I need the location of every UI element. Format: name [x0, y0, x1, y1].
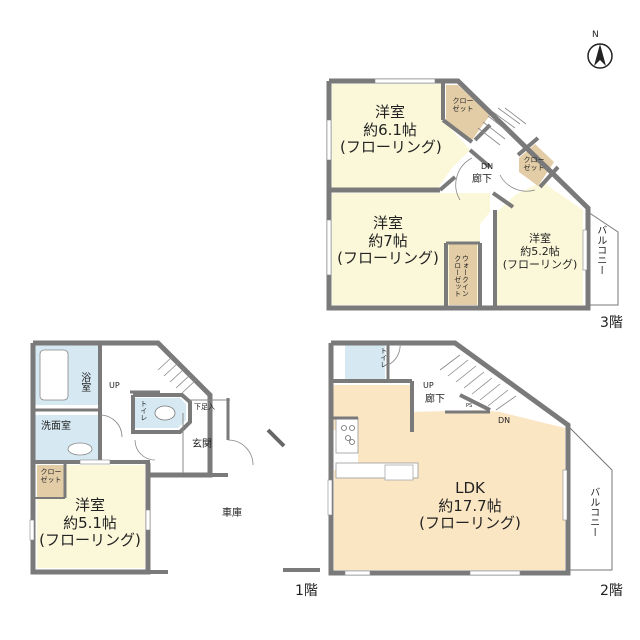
ldk-area [334, 385, 565, 570]
room-type: (フローリング) [340, 138, 442, 157]
wash-basin [67, 442, 93, 456]
closet-3f-1 [446, 85, 490, 140]
toilet-2f-label: トイレ [379, 347, 388, 368]
walkin-closet-3f [449, 243, 477, 305]
closet-1f-label: クロー ゼット [40, 468, 62, 484]
stairs-3f-dn: DN [481, 162, 494, 171]
toilet-2f [345, 342, 385, 379]
floor-1-label: 1階 [295, 583, 318, 599]
shoebox-label: 下足入 [194, 403, 215, 411]
floor-2-plan [327, 340, 613, 576]
closet-3f-2 [519, 144, 554, 186]
room-3f-61-label: 洋室 約6.1帖 (フローリング) [340, 103, 442, 157]
bath-label: 浴室 [78, 372, 90, 392]
room-type: (フローリング) [337, 249, 439, 268]
room-size: 約5.1帖 [63, 513, 117, 532]
room-name: LDK [455, 479, 485, 497]
ps-label: PS [466, 403, 473, 409]
washroom-label: 洗面室 [41, 421, 71, 432]
closet-3f-2-label: クロー ゼット [523, 156, 545, 172]
room-3f-52 [497, 180, 583, 305]
garage-mark [266, 428, 286, 448]
hall-2f-label: 廊下 [425, 394, 445, 405]
hall-3f-label: 廊下 [472, 174, 492, 185]
entrance-label: 玄関 [192, 439, 212, 450]
room-type: (フローリング) [39, 531, 141, 550]
stairs-2f-dn: DN [498, 416, 511, 425]
balcony-3f-label: バルコニー [594, 225, 606, 275]
room-type: (フローリング) [502, 257, 578, 271]
room-name: 洋室 [74, 496, 105, 514]
compass-icon [587, 43, 613, 69]
toilet-1f-label: トイレ [139, 400, 148, 421]
stairs-1f-up: UP [109, 381, 120, 390]
room-name: 洋室 [529, 232, 551, 245]
closet-3f-1-label: クロー ゼット [452, 97, 474, 113]
room-name: 洋室 [372, 214, 403, 232]
floor-3-label: 3階 [600, 315, 623, 331]
walkin-closet-label: ウォークイン クローゼット [453, 255, 470, 297]
floor-3-plan [326, 78, 619, 311]
sink [384, 464, 414, 481]
room-type: (フローリング) [419, 514, 521, 533]
floor-2-label: 2階 [600, 583, 623, 599]
room-size: 約5.2帖 [520, 244, 560, 258]
balcony-2f-label: バルコニー [587, 487, 599, 537]
room-1f-51-label: 洋室 約5.1帖 (フローリング) [35, 496, 145, 550]
closet-1f [37, 465, 65, 497]
garage-label: 車庫 [222, 508, 242, 519]
room-size: 約17.7帖 [438, 496, 502, 515]
room-size: 約7帖 [368, 231, 408, 250]
bathtub [39, 349, 69, 401]
room-name: 洋室 [374, 103, 405, 121]
ldk-label: LDK 約17.7帖 (フローリング) [405, 479, 535, 533]
room-3f-7-label: 洋室 約7帖 (フローリング) [332, 214, 444, 268]
stairs-2f-up: UP [423, 381, 434, 390]
room-3f-52-label: 洋室 約5.2帖 (フローリング) [495, 232, 585, 272]
room-size: 約6.1帖 [363, 120, 417, 139]
compass-north-label: N [592, 30, 599, 40]
room-3f-61 [332, 84, 470, 188]
floor-1-plan [29, 340, 320, 575]
